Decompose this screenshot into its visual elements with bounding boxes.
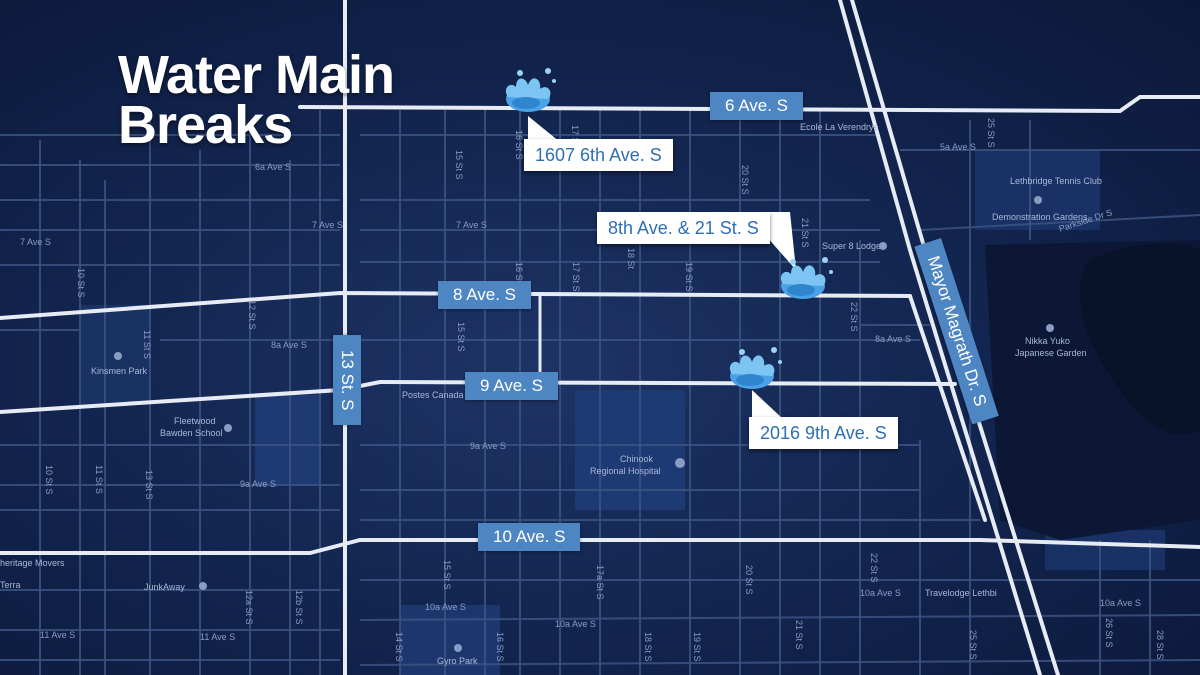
park-icon xyxy=(1046,324,1054,332)
place-label: Gyro Park xyxy=(437,656,478,666)
street-label: 5a Ave S xyxy=(940,142,976,152)
block-shading xyxy=(80,150,1200,675)
park-icon xyxy=(454,644,462,652)
street-label: 18 St xyxy=(626,248,636,270)
park-icon xyxy=(114,352,122,360)
water-splash-icon xyxy=(729,347,782,389)
school-icon xyxy=(224,424,232,432)
street-label: 21 St S xyxy=(800,218,810,248)
place-label: Fleetwood xyxy=(174,416,216,426)
street-label: 20 St S xyxy=(740,165,750,195)
street-label: 11 Ave S xyxy=(200,632,235,642)
tennis-club-area xyxy=(975,150,1100,230)
water-splash-icon xyxy=(505,68,556,112)
place-label: Demonstration Gardens xyxy=(992,212,1088,222)
break-callout: 2016 9th Ave. S xyxy=(749,417,898,449)
title-line: Breaks xyxy=(118,95,293,155)
place-label: Kinsmen Park xyxy=(91,366,148,376)
street-label: 9a Ave S xyxy=(470,441,506,451)
place-label: Travelodge Lethbi xyxy=(925,588,997,598)
callout-pointer xyxy=(752,390,782,418)
business-icon xyxy=(199,582,207,590)
break-callout: 1607 6th Ave. S xyxy=(524,139,673,171)
street-label: 12 St S xyxy=(247,300,257,330)
street-label: 26 St S xyxy=(1104,618,1114,648)
street-label: 10 St S xyxy=(76,268,86,298)
road-label-6-ave: 6 Ave. S xyxy=(710,92,804,120)
street-label: 10a Ave S xyxy=(555,619,596,629)
street-label: 16 St S xyxy=(514,262,524,292)
street-label: 10a Ave S xyxy=(425,602,466,612)
street-label: 10 St S xyxy=(44,465,54,495)
street-label: 6a Ave S xyxy=(255,162,291,172)
map-title: Water Main Breaks xyxy=(118,45,395,155)
street-label: 19 St S xyxy=(684,262,694,292)
place-label: Japanese Garden xyxy=(1015,348,1087,358)
street-label: 12b St S xyxy=(294,590,304,625)
street-label: 21 St S xyxy=(794,620,804,650)
street-label: 7 Ave S xyxy=(456,220,487,230)
place-label: Regional Hospital xyxy=(590,466,661,476)
road-label-10-ave: 10 Ave. S xyxy=(478,523,581,551)
place-label: Bawden School xyxy=(160,428,223,438)
block-shade xyxy=(255,395,320,485)
break-callout: 8th Ave. & 21 St. S xyxy=(597,212,770,244)
street-label: 25 St S xyxy=(968,630,978,660)
place-label: Terra xyxy=(0,580,21,590)
minor-avenues xyxy=(0,134,1200,666)
water-splash-icon xyxy=(780,257,833,299)
street-label: 7 Ave S xyxy=(312,220,343,230)
place-label: Super 8 Lodge xyxy=(822,241,881,251)
street-label: 11 Ave S xyxy=(40,630,75,640)
street-label: 15 St S xyxy=(454,150,464,180)
street-label: 11 St S xyxy=(94,465,104,494)
street-label: 17 St S xyxy=(571,262,581,292)
street-label: 10a Ave S xyxy=(1100,598,1141,608)
title-line: Water Main xyxy=(118,45,395,105)
road-label-13-st: 13 St. S xyxy=(333,335,361,426)
street-label: 15 St S xyxy=(456,322,466,352)
street-label: 18 St S xyxy=(643,632,653,662)
street-label: 11 St S xyxy=(142,330,152,359)
place-label: JunkAway xyxy=(144,582,185,592)
street-label: 9a Ave S xyxy=(240,479,276,489)
street-label: 13 St S xyxy=(144,470,154,500)
street-label: 22 St S xyxy=(869,553,879,583)
street-label: 12a St S xyxy=(244,590,254,625)
street-label: 16 St S xyxy=(495,632,505,662)
hospital-area xyxy=(575,390,685,510)
lake xyxy=(1079,243,1200,435)
hospital-icon xyxy=(675,458,685,468)
street-name-labels: 16 St S 15 St S 17 St S 20 St S 21 St S … xyxy=(20,118,1165,662)
callout-pointer xyxy=(528,116,560,142)
street-label: 16 St S xyxy=(514,130,524,160)
place-label: heritage Movers xyxy=(0,558,65,568)
street-label: 8a Ave S xyxy=(875,334,911,344)
street-label: 20 St S xyxy=(744,565,754,595)
street-label: 8a Ave S xyxy=(271,340,307,350)
street-label: 15 St S xyxy=(442,560,452,590)
street-label: 25 St S xyxy=(986,118,996,148)
street-label: 19 St S xyxy=(692,632,702,662)
place-label: Nikka Yuko xyxy=(1025,336,1070,346)
street-label: 22 St S xyxy=(849,302,859,332)
place-labels: Ecole La Verendrye Lethbridge Tennis Clu… xyxy=(0,122,1102,666)
street-label: 28 St S xyxy=(1155,630,1165,660)
street-label: 14 St S xyxy=(394,632,404,662)
hotel-icon xyxy=(879,242,887,250)
road-label-8-ave: 8 Ave. S xyxy=(438,281,532,309)
place-label: Postes Canada xyxy=(402,390,464,400)
street-label: 10a Ave S xyxy=(860,588,901,598)
street-label: 7 Ave S xyxy=(20,237,51,247)
road-label-9-ave: 9 Ave. S xyxy=(465,372,559,400)
place-label: Lethbridge Tennis Club xyxy=(1010,176,1102,186)
park-icon xyxy=(1034,196,1042,204)
place-label: Ecole La Verendrye xyxy=(800,122,879,132)
place-label: Chinook xyxy=(620,454,654,464)
street-label: 17a St S xyxy=(595,565,605,600)
